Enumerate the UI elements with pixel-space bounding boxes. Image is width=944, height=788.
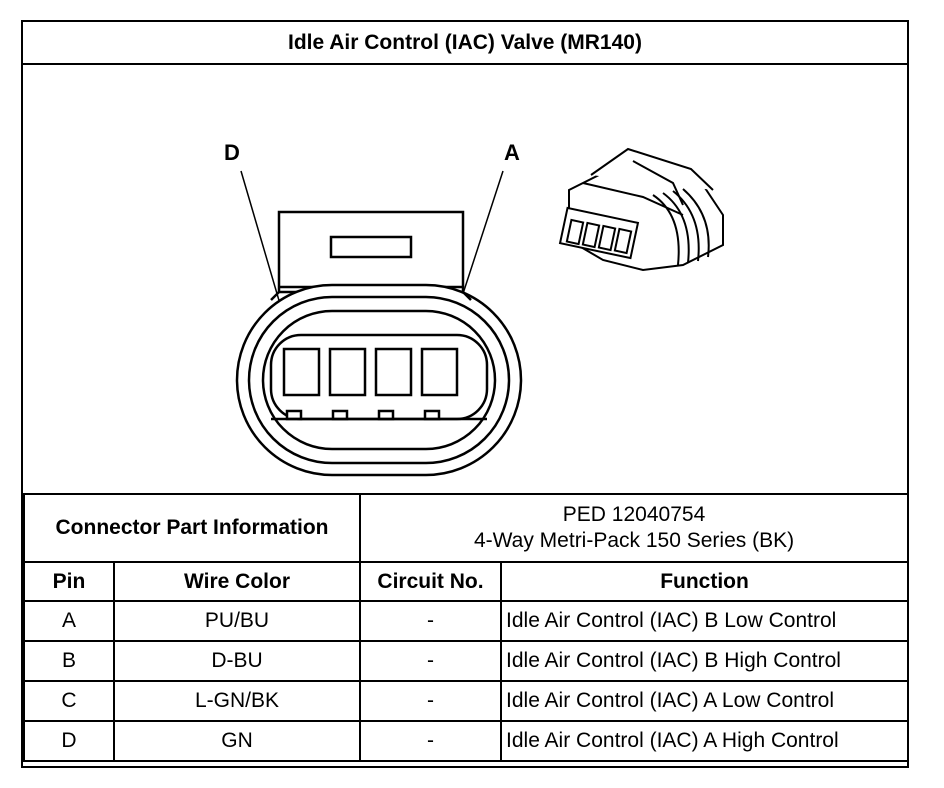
table-row: A PU/BU - Idle Air Control (IAC) B Low C… — [23, 600, 910, 642]
wire-color-cell: D-BU — [112, 640, 362, 682]
pin-cell: C — [23, 680, 115, 722]
connector-info-label: Connector Part Information — [22, 493, 362, 563]
wire-color-cell: PU/BU — [112, 600, 362, 642]
pin-label-d: D — [224, 140, 240, 165]
pin-cell: D — [23, 720, 115, 762]
connector-figure: D A — [23, 65, 907, 495]
function-cell: Idle Air Control (IAC) A High Control — [500, 720, 910, 762]
connector-face-drawing: D A — [224, 140, 724, 477]
connector-body — [235, 210, 523, 477]
header-wire-color: Wire Color — [112, 561, 362, 602]
connector-info-row: Connector Part Information PED 12040754 … — [22, 493, 910, 563]
function-cell: Idle Air Control (IAC) A Low Control — [500, 680, 910, 722]
part-description: 4-Way Metri-Pack 150 Series (BK) — [473, 529, 795, 552]
pinout-table: Connector Part Information PED 12040754 … — [22, 493, 910, 762]
header-pin: Pin — [23, 561, 115, 602]
wire-color-cell: L-GN/BK — [112, 680, 362, 722]
function-cell: Idle Air Control (IAC) B High Control — [500, 640, 910, 682]
wire-color-cell: GN — [112, 720, 362, 762]
connector-part-info: PED 12040754 4-Way Metri-Pack 150 Series… — [359, 493, 910, 563]
pin-cell: B — [23, 640, 115, 682]
header-circuit-no: Circuit No. — [359, 561, 503, 602]
terminal-cavities — [271, 347, 487, 421]
table-header-row: Pin Wire Color Circuit No. Function — [23, 561, 910, 602]
circuit-cell: - — [359, 720, 503, 762]
table-row: C L-GN/BK - Idle Air Control (IAC) A Low… — [23, 680, 910, 722]
header-function: Function — [500, 561, 910, 602]
cavity-d — [282, 347, 321, 397]
circuit-cell: - — [359, 640, 503, 682]
cavity-a — [420, 347, 459, 397]
connector-sheet: Idle Air Control (IAC) Valve (MR140) D A — [21, 20, 910, 768]
pin-label-a: A — [504, 140, 520, 165]
table-row: D GN - Idle Air Control (IAC) A High Con… — [23, 720, 910, 762]
cavity-c — [328, 347, 367, 397]
table-row: B D-BU - Idle Air Control (IAC) B High C… — [23, 640, 910, 682]
circuit-cell: - — [359, 600, 503, 642]
diagram-title: Idle Air Control (IAC) Valve (MR140) — [23, 22, 907, 65]
part-number: PED 12040754 — [562, 503, 706, 526]
pin-cell: A — [23, 600, 115, 642]
connector-isometric-view — [558, 147, 724, 272]
cavity-b — [374, 347, 413, 397]
function-cell: Idle Air Control (IAC) B Low Control — [500, 600, 910, 642]
circuit-cell: - — [359, 680, 503, 722]
